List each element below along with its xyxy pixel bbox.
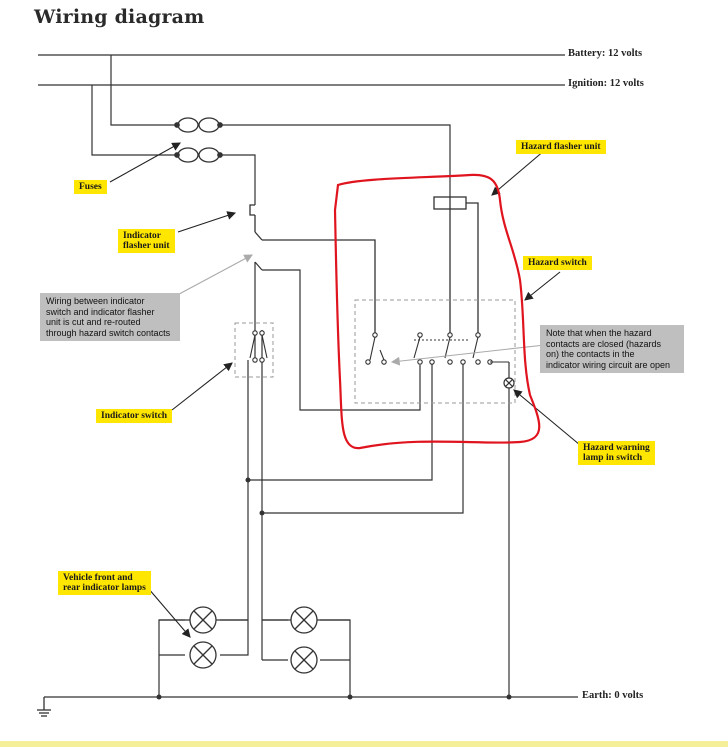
label-fuses: Fuses — [74, 180, 107, 194]
note-hazard-contacts: Note that when the hazard contacts are c… — [540, 325, 684, 373]
indicator-switch-box — [234, 322, 274, 378]
gray-callout-arrows — [167, 254, 546, 366]
callout-arrows — [109, 142, 581, 638]
fuse-upper — [174, 117, 223, 133]
ignition-rail-label: Ignition: 12 volts — [568, 78, 644, 89]
label-indicator-switch: Indicator switch — [96, 409, 173, 423]
label-vehicle-lamps: Vehicle front and rear indicator lamps — [58, 571, 151, 595]
earth-symbol — [37, 697, 51, 717]
lamp-rear-left — [189, 641, 217, 669]
label-hazard-switch: Hazard switch — [523, 256, 592, 270]
hazard-warning-lamp-symbol — [503, 377, 515, 389]
hazard-switch-contacts — [365, 332, 509, 365]
red-markup-outline — [333, 173, 541, 450]
indicator-switch-contacts — [249, 330, 268, 363]
indicator-flasher-symbol — [249, 204, 376, 335]
lamp-front-left — [189, 606, 217, 634]
lamp-rear-right — [290, 646, 318, 674]
page-title: Wiring diagram — [34, 6, 205, 28]
switch-wiring — [247, 261, 510, 697]
note-rerouted-wiring: Wiring between indicator switch and indi… — [40, 293, 180, 341]
label-hazard-warning-lamp: Hazard warning lamp in switch — [578, 441, 655, 465]
fuse-feed-wires — [91, 55, 451, 205]
hazard-switch-box — [354, 299, 516, 404]
page-bottom-bar — [0, 741, 728, 747]
junction-dots — [156, 477, 512, 700]
lamp-front-right — [290, 606, 318, 634]
label-indicator-flasher-unit: Indicator flasher unit — [118, 229, 175, 253]
label-hazard-flasher-unit: Hazard flasher unit — [516, 140, 606, 154]
hazard-flasher-symbol — [433, 196, 479, 335]
earth-rail-label: Earth: 0 volts — [582, 690, 644, 701]
lamp-wiring — [158, 619, 351, 697]
battery-rail-label: Battery: 12 volts — [568, 48, 643, 59]
fuse-lower — [174, 147, 223, 163]
